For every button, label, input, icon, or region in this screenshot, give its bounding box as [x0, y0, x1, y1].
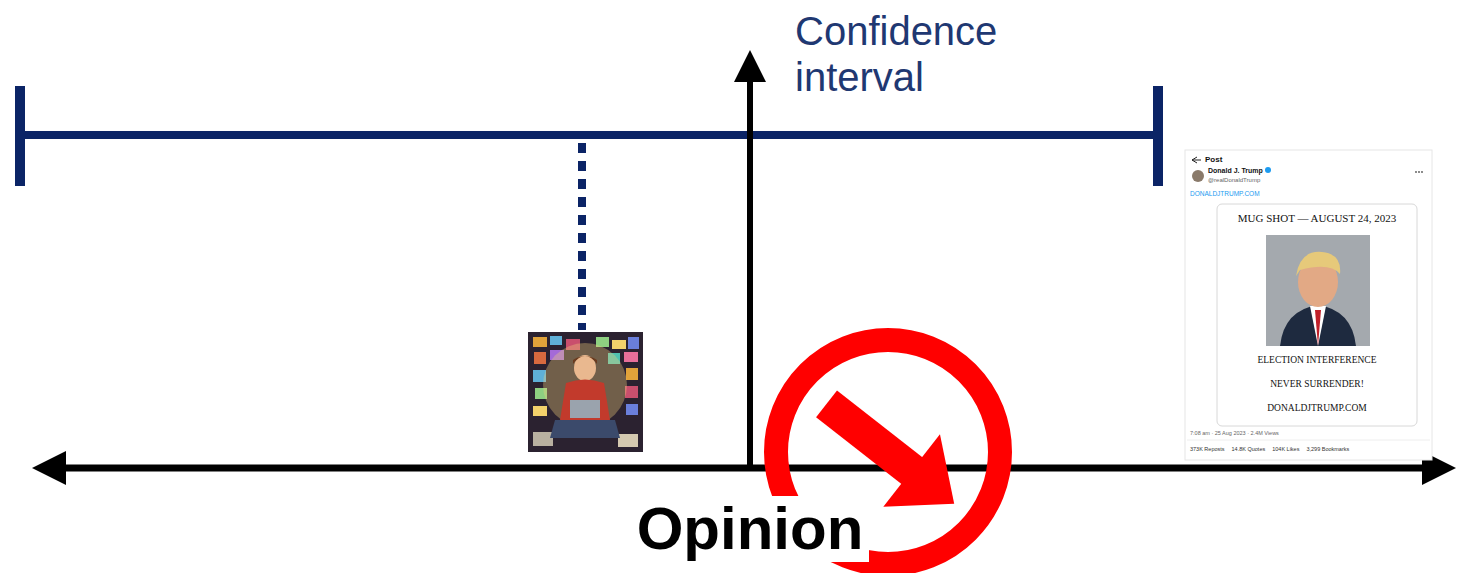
- glow: [543, 343, 627, 427]
- post-stat: 373K Reposts: [1190, 446, 1225, 453]
- screen: [628, 337, 639, 349]
- tweet-screenshot: [1185, 150, 1432, 460]
- link-text: DONALDJTRUMP.COM: [1190, 190, 1260, 198]
- photo-ground: [1266, 235, 1370, 346]
- axis-line: [747, 80, 753, 468]
- menu-dot: [1415, 171, 1417, 173]
- person-hair: [573, 356, 597, 364]
- interval-bar: [20, 86, 1158, 186]
- arrow-shaft: [816, 391, 925, 487]
- axis-label: Confidence interval: [795, 8, 1065, 100]
- screen: [625, 386, 638, 398]
- person-illustration: [528, 332, 643, 452]
- screen: [533, 406, 547, 416]
- tie: [1315, 310, 1321, 346]
- avatar: [1192, 170, 1204, 182]
- tweet-panel: [1185, 150, 1432, 460]
- page-heading: Post: [1205, 155, 1222, 165]
- laptop: [570, 400, 600, 418]
- screen: [533, 337, 547, 347]
- arrow-head: [32, 451, 66, 485]
- hair: [1296, 252, 1340, 276]
- suit: [1280, 305, 1356, 346]
- menu-dot: [1418, 171, 1420, 173]
- screen: [612, 340, 626, 349]
- screen: [550, 336, 562, 345]
- author-name: Donald J. Trump: [1208, 166, 1263, 175]
- post-stat: 14.8K Quotes: [1232, 446, 1266, 453]
- menu-dot: [1421, 171, 1423, 173]
- interval-cap: [1153, 86, 1163, 186]
- axis-line: [50, 465, 1430, 472]
- person-legs: [550, 420, 620, 438]
- post-stat: 3,299 Bookmarks: [1306, 446, 1349, 453]
- card-heading: MUG SHOT — AUGUST 24, 2023: [1218, 211, 1416, 225]
- illustration-ground: [528, 332, 643, 452]
- verified-badge: [1265, 167, 1271, 173]
- post-stat: 104K Likes: [1272, 446, 1299, 453]
- tweet-card: [1217, 204, 1417, 426]
- mug-shot-photo: [1266, 235, 1370, 346]
- papers: [533, 432, 553, 446]
- person-sweater: [560, 380, 610, 421]
- screen: [534, 352, 546, 364]
- back-arrow: [1192, 157, 1201, 163]
- dotted-leader: [578, 143, 586, 330]
- person-head: [574, 355, 596, 381]
- confidence-axis: [734, 50, 766, 468]
- papers: [618, 434, 638, 447]
- arrow-head: [734, 50, 766, 82]
- interval-line: [20, 131, 1158, 139]
- screen: [624, 352, 638, 362]
- card-text: NEVER SURRENDER!: [1218, 378, 1416, 390]
- axis-label: Opinion: [631, 496, 870, 562]
- card-text: ELECTION INTERFERENCE: [1218, 354, 1416, 366]
- author-handle: @realDonaldTrump: [1208, 176, 1260, 184]
- screen: [626, 404, 638, 415]
- screen: [626, 368, 638, 380]
- post-meta: 7:08 am · 25 Aug 2023 · 2.4M Views: [1190, 430, 1279, 437]
- separator: [1187, 440, 1430, 441]
- interval-cap: [15, 86, 25, 186]
- card-text: DONALDJTRUMP.COM: [1218, 402, 1416, 414]
- shirt: [1310, 306, 1326, 346]
